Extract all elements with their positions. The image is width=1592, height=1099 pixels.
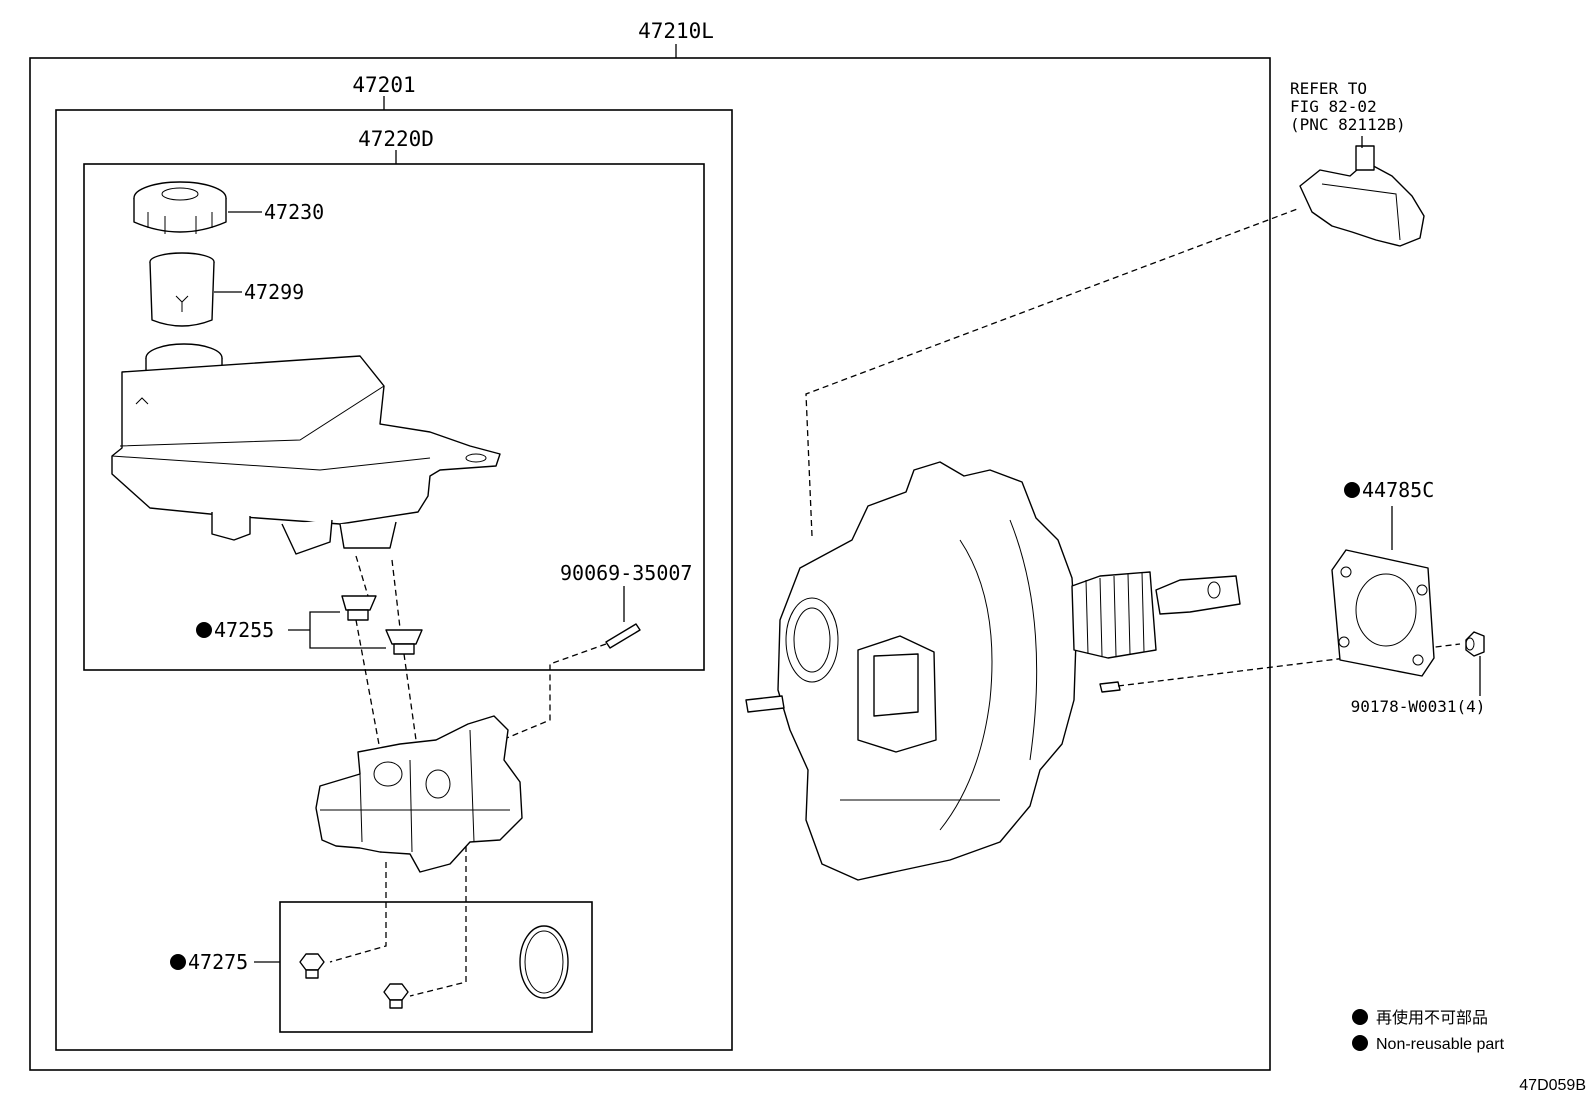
kit-bolt-1 (299, 953, 325, 979)
booster-nut (1465, 631, 1485, 657)
leader-47255 (288, 611, 386, 649)
label-47230: 47230 (264, 200, 324, 224)
legend-english: Non-reusable part (1376, 1036, 1505, 1053)
brake-fluid-reservoir (111, 343, 501, 555)
non-reusable-marker-44785C (1344, 482, 1360, 498)
vacuum-sensor (1299, 145, 1425, 247)
kit-bolt-2 (383, 983, 409, 1009)
kit-frame-47275 (279, 901, 593, 1033)
connector-grommet-cylinder (355, 619, 417, 751)
label-44785C: 44785C (1362, 478, 1434, 502)
refer-line-2: FIG 82-02 (1290, 97, 1377, 116)
connector-booster-sensor (805, 207, 1301, 537)
assembly-frame-47220D (83, 163, 705, 671)
connector-booster-nut (1117, 643, 1461, 687)
brake-booster (745, 461, 1241, 881)
connector-cylinder-bolt1 (329, 862, 387, 963)
label-90069-35007: 90069-35007 (560, 561, 692, 585)
reservoir-strainer (149, 252, 215, 327)
legend-japanese: 再使用不可部品 (1376, 1009, 1488, 1027)
non-reusable-marker-47275 (170, 954, 186, 970)
refer-line-1: REFER TO (1290, 79, 1367, 98)
label-47275: 47275 (188, 950, 248, 974)
label-47201: 47201 (352, 73, 415, 97)
assembly-frame-47201 (55, 109, 733, 1051)
diagram-code: 47D059B (1519, 1077, 1586, 1094)
booster-gasket (1331, 549, 1435, 677)
kit-o-ring (519, 925, 569, 999)
label-47210L: 47210L (638, 19, 714, 43)
reservoir-cap (133, 181, 227, 234)
label-47299: 47299 (244, 280, 304, 304)
legend-marker-1 (1352, 1009, 1368, 1025)
reservoir-grommets (341, 595, 423, 655)
legend-marker-2 (1352, 1035, 1368, 1051)
label-47220D: 47220D (358, 127, 434, 151)
label-47255: 47255 (214, 618, 274, 642)
non-reusable-marker-47255 (196, 622, 212, 638)
label-90178-W0031: 90178-W0031(4) (1351, 697, 1486, 716)
connector-reservoir-grommet (355, 555, 401, 629)
master-cylinder-body (315, 715, 523, 873)
pin-90069-35007 (605, 623, 641, 649)
assembly-frame-47210L (29, 57, 1271, 1071)
refer-line-3: (PNC 82112B) (1290, 115, 1406, 134)
connector-cylinder-bolt2 (409, 846, 467, 997)
